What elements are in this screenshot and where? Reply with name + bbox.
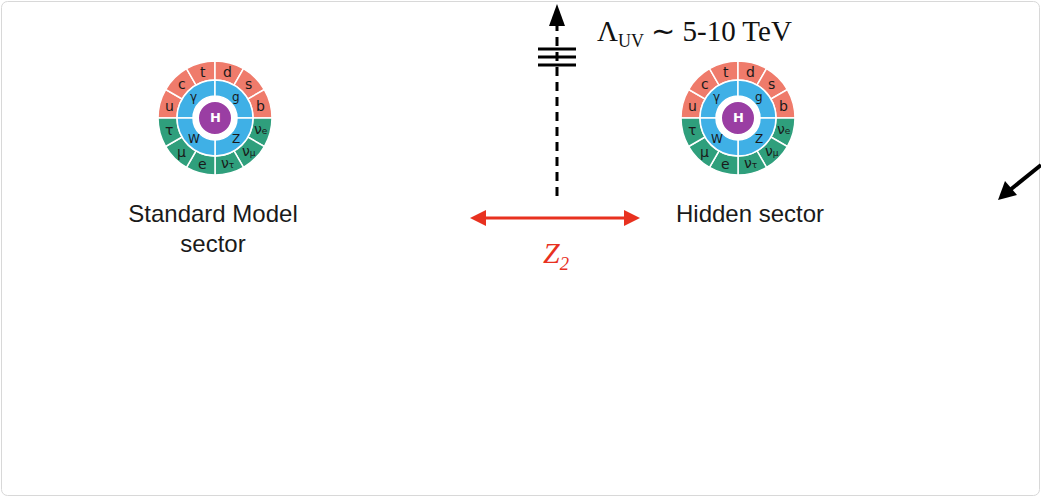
particle-symbol: W xyxy=(711,131,723,147)
scale-label: ΛUV ∼ 5-10 TeV xyxy=(597,14,792,52)
particle-symbol: s xyxy=(245,76,252,92)
symmetry-label: Z2 xyxy=(543,236,569,275)
particle-symbol: νμ xyxy=(765,143,779,161)
particle-symbol: t xyxy=(200,64,206,80)
particle-symbol: νe xyxy=(777,121,790,139)
particle-symbol: d xyxy=(746,64,755,80)
particle-symbol: γ xyxy=(190,89,197,105)
particle-symbol: c xyxy=(701,76,709,92)
particle-symbol: νe xyxy=(254,121,267,139)
particle-symbol: τ xyxy=(165,122,173,138)
particle-symbol: Z xyxy=(232,131,240,147)
particle-symbol: d xyxy=(223,64,232,80)
particle-symbol: τ xyxy=(688,122,696,138)
higgs-disc xyxy=(198,101,232,135)
particle-symbol: e xyxy=(198,156,207,172)
particle-symbol: Z xyxy=(755,131,763,147)
sector-label: Hidden sector xyxy=(676,199,824,229)
particle-symbol: γ xyxy=(713,89,720,105)
particle-symbol: t xyxy=(723,64,729,80)
particle-symbol: μ xyxy=(177,144,186,160)
particle-symbol: H xyxy=(210,110,221,126)
higgs-disc xyxy=(721,101,755,135)
particle-symbol: g xyxy=(232,89,240,105)
particle-symbol: s xyxy=(768,76,775,92)
particle-symbol: g xyxy=(755,89,763,105)
particle-symbol: u xyxy=(165,98,174,114)
particle-symbol: H xyxy=(733,110,744,126)
particle-symbol: c xyxy=(178,76,186,92)
symmetry-arrow xyxy=(470,210,640,226)
sector-label: Standard Model sector xyxy=(113,199,313,259)
scale-arrow xyxy=(538,4,576,196)
particle-symbol: νμ xyxy=(242,143,256,161)
particle-symbol: μ xyxy=(700,144,709,160)
pointer-arrow xyxy=(998,165,1041,200)
particle-symbol: e xyxy=(721,156,730,172)
particle-wheels xyxy=(158,61,795,175)
particle-symbol: ντ xyxy=(221,155,234,173)
particle-symbol: b xyxy=(779,98,788,114)
particle-symbol: b xyxy=(256,98,265,114)
particle-symbol: ντ xyxy=(744,155,757,173)
particle-symbol: W xyxy=(188,131,200,147)
particle-symbol: u xyxy=(688,98,697,114)
